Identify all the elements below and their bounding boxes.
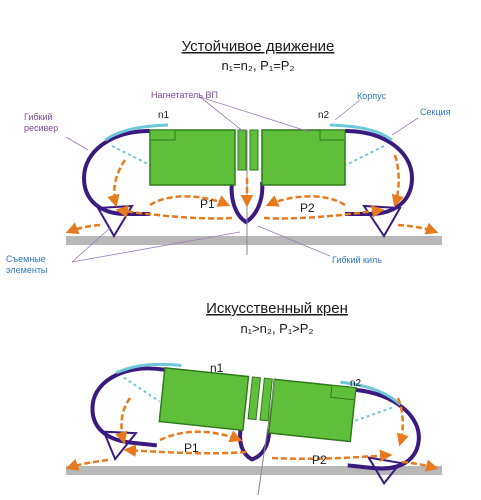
top-left-receiver-dotted <box>112 146 150 165</box>
top-label-receiver-2: ресивер <box>24 123 58 133</box>
top-right-receiver-dotted <box>346 146 384 165</box>
top-left-section-inner <box>150 130 175 140</box>
bottom-n1: n1 <box>210 361 224 375</box>
top-label-receiver-1: Гибкий <box>24 112 53 122</box>
top-blower-left <box>238 130 246 170</box>
top-n2: n2 <box>318 110 330 121</box>
top-flow-left-down <box>114 160 125 205</box>
bottom-condition: n₁>n₂, P₁>P₂ <box>240 321 313 336</box>
bottom-flow-left-down <box>122 398 130 442</box>
top-n1: n1 <box>158 110 170 121</box>
top-label-housing: Корпус <box>357 91 387 101</box>
bottom-center-keel <box>238 426 270 461</box>
top-p1: P1 <box>200 197 215 211</box>
bottom-blower-left <box>248 377 260 420</box>
bottom-left-section <box>159 368 248 430</box>
bottom-flow-left-loop <box>160 432 240 440</box>
top-diagram: Устойчивое движение n₁=n₂, P₁=P₂ <box>6 38 451 275</box>
top-ground <box>66 236 442 245</box>
top-right-skirt <box>345 131 412 214</box>
bottom-n2: n2 <box>350 378 362 389</box>
bottom-diagram: Искусственный крен n₁>n₂, P₁>P₂ <box>66 300 442 495</box>
bottom-title: Искусственный крен <box>206 300 348 317</box>
top-pointer-section <box>392 118 418 135</box>
top-label-section: Секция <box>420 107 451 117</box>
top-flow-right-out <box>398 225 436 232</box>
top-right-section-inner <box>320 130 345 140</box>
top-label-keel: Гибкий киль <box>332 255 382 265</box>
bottom-left-dotted <box>122 378 162 402</box>
top-pointer-blower-2 <box>200 97 310 132</box>
top-flow-right-down <box>395 155 399 205</box>
bottom-right-dotted <box>352 404 392 426</box>
top-pointer-blower <box>200 97 244 132</box>
top-label-removable-2: элементы <box>6 265 47 275</box>
top-title: Устойчивое движение <box>182 38 335 55</box>
top-pointer-receiver <box>66 137 88 150</box>
top-label-removable-1: Съемные <box>6 254 46 264</box>
top-condition: n₁=n₂, P₁=P₂ <box>221 58 294 73</box>
top-p2: P2 <box>300 201 315 215</box>
bottom-p2: P2 <box>312 453 327 467</box>
top-flow-left-loop <box>150 196 228 205</box>
top-blower-right <box>250 130 258 170</box>
top-flow-left-out <box>68 225 100 232</box>
top-pointer-housing <box>335 100 360 120</box>
bottom-p1: P1 <box>184 441 199 455</box>
top-label-blower: Нагнетатель ВП <box>151 90 218 100</box>
